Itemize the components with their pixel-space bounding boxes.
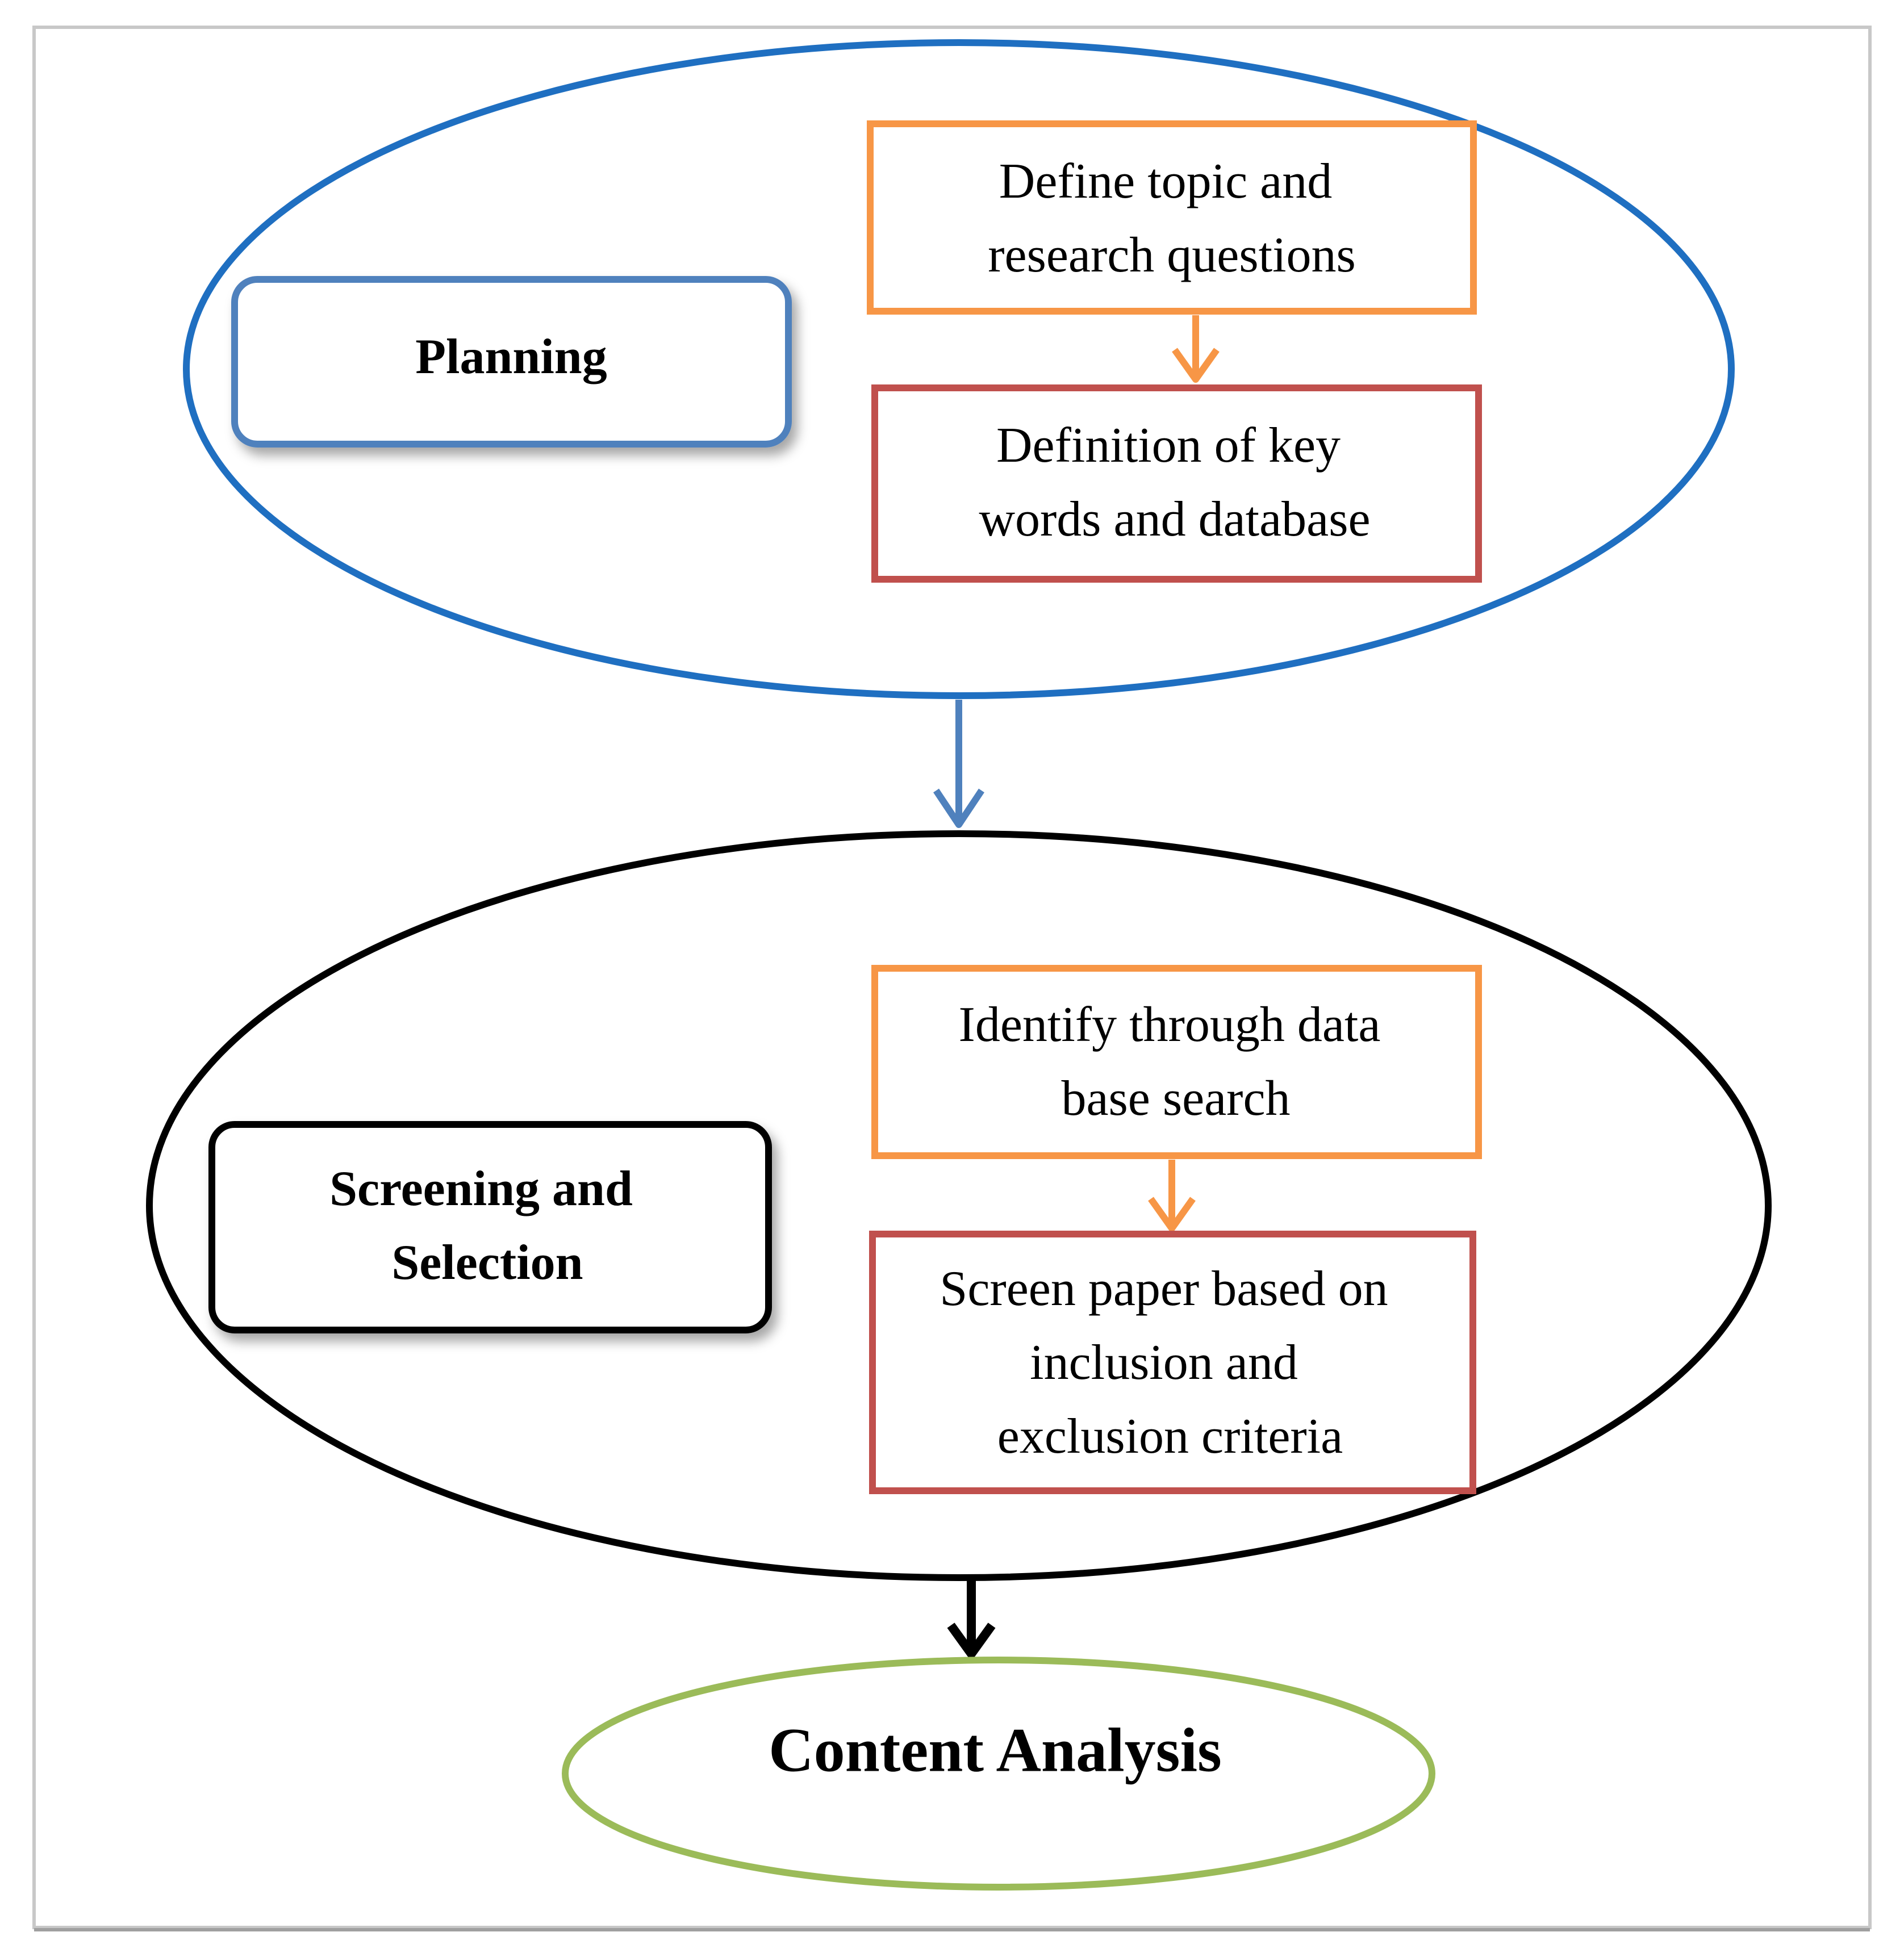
screening-ellipse [146,830,1772,1581]
define-keywords-label: Definition of key words and database [979,418,1370,547]
identify-database-label: Identify through data base search [959,997,1393,1126]
define-topic-label: Define topic and research questions [988,154,1356,283]
identify-database-box [871,965,1482,1159]
define-keywords-box [871,384,1482,583]
screen-paper-box [869,1231,1476,1494]
planning-ellipse [183,39,1735,699]
screen-paper-label: Screen paper based on inclusion and excl… [940,1261,1400,1464]
identify-database-line-1: Identify through data [959,997,1381,1052]
define-keywords-line-2: words and database [979,492,1370,547]
planning-stage-label: Planning [415,329,607,384]
define-topic-box [867,120,1477,315]
screening-step-arrow-head [1148,1197,1196,1232]
screening-stage-box [208,1121,772,1333]
screening-stage-line-2: Selection [391,1235,583,1290]
screening-stage-label: Screening and Selection [329,1161,645,1290]
planning-stage-box [231,276,792,448]
define-topic-line-2: research questions [988,228,1356,283]
screen-paper-line-2: inclusion and [1030,1335,1298,1390]
identify-database-line-2: base search [1061,1071,1290,1126]
screen-paper-line-3: exclusion criteria [997,1409,1343,1464]
content-analysis-label: Content Analysis [769,1715,1222,1784]
screen-paper-line-1: Screen paper based on [940,1261,1388,1316]
define-topic-line-1: Define topic and [999,154,1332,209]
planning-step-arrow-head [1172,348,1220,383]
screening-to-content-arrow-head [947,1623,996,1658]
screening-stage-line-1: Screening and [329,1161,633,1216]
define-keywords-line-1: Definition of key [996,418,1341,473]
planning-to-screening-arrow-head [933,788,984,828]
content-analysis-ellipse [562,1657,1435,1891]
